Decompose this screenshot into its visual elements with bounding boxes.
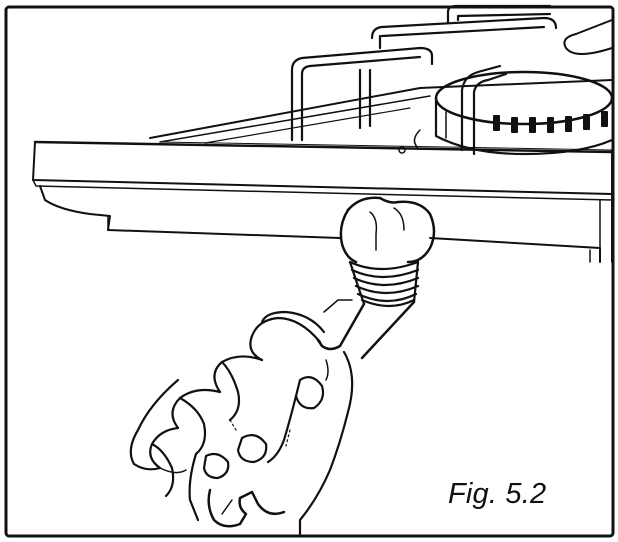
connector-threads: [348, 260, 420, 308]
gas-inlet-fitting: [339, 196, 436, 308]
pan-support-arm: [460, 64, 508, 156]
spanner-wrench: [207, 299, 416, 528]
hand-holding-wrench: [129, 310, 354, 538]
hob-right-edge-details: [589, 149, 613, 263]
pan-support-left: [290, 4, 558, 142]
burner: [398, 70, 614, 156]
hob-underside-box: [39, 185, 601, 263]
hob-top-surface: [149, 79, 613, 144]
figure-caption: Fig. 5.2: [448, 478, 547, 510]
figure-border: [4, 5, 615, 538]
hand-top-right: [563, 19, 613, 55]
hob-front-rail: [32, 140, 614, 201]
